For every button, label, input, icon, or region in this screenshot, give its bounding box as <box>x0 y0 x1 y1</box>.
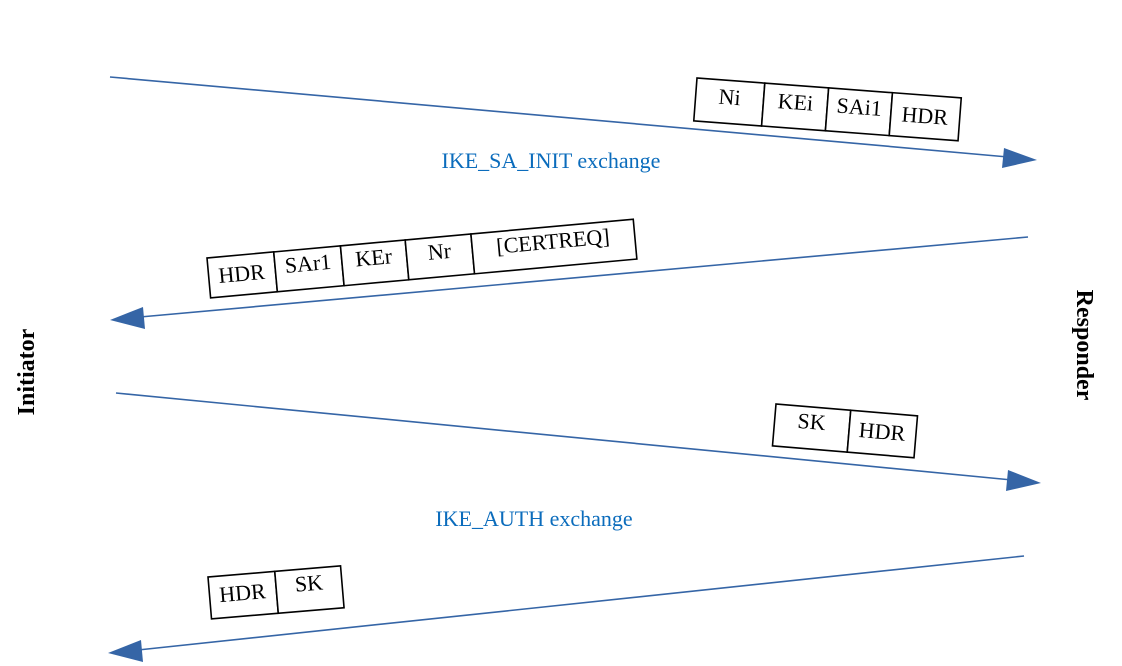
payload-hdr: HDR <box>218 578 267 607</box>
payload-sk: SK <box>797 408 827 435</box>
arrow-sa-init-request <box>109 76 1037 168</box>
payload-sar1: SAr1 <box>284 249 333 278</box>
payload-sai1: SAi1 <box>836 93 883 121</box>
payload-kei: KEi <box>777 88 814 116</box>
arrow-auth-request <box>115 392 1041 491</box>
payload-hdr: HDR <box>217 259 266 288</box>
initiator-label: Initiator <box>14 328 40 415</box>
payload-nr: Nr <box>427 238 453 265</box>
payload-hdr: HDR <box>858 417 907 446</box>
sa-init-exchange-label: IKE_SA_INIT exchange <box>442 148 661 173</box>
responder-label: Responder <box>1071 290 1097 401</box>
sa-init-request-payloads: Ni KEi SAi1 HDR <box>692 77 963 142</box>
auth-request-payloads: SK HDR <box>771 403 919 459</box>
arrow-sa-init-response <box>110 236 1029 329</box>
sa-init-response-payloads: HDR SAr1 KEr Nr [CERTREQ] <box>206 218 638 299</box>
payload-ker: KEr <box>354 243 393 271</box>
payload-sk: SK <box>294 569 324 596</box>
auth-exchange-label: IKE_AUTH exchange <box>435 506 632 531</box>
payload-hdr: HDR <box>901 101 950 129</box>
arrow-auth-response <box>108 555 1025 662</box>
auth-response-payloads: HDR SK <box>207 565 345 620</box>
payload-ni: Ni <box>718 84 742 111</box>
